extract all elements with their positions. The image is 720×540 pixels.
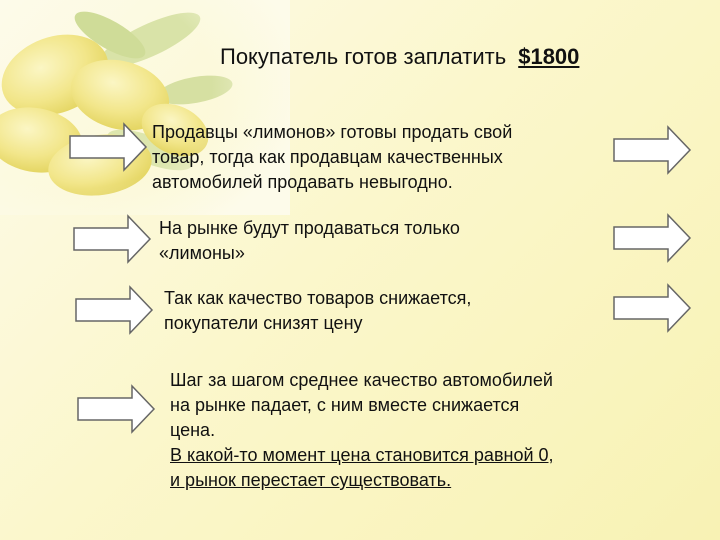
text-line: Шаг за шагом среднее качество автомобиле… bbox=[170, 370, 553, 390]
price-value: $1800 bbox=[518, 44, 580, 69]
right-arrow-icon bbox=[73, 214, 152, 264]
right-arrow-icon bbox=[69, 122, 148, 172]
text-line: покупатели снизят цену bbox=[164, 313, 363, 333]
right-arrow-icon bbox=[75, 285, 154, 335]
right-arrow-icon bbox=[77, 384, 156, 434]
text-line: автомобилей продавать невыгодно. bbox=[152, 172, 453, 192]
right-arrow-icon bbox=[613, 283, 692, 333]
text-block-sellers: Продавцы «лимонов» готовы продать свой т… bbox=[152, 120, 512, 195]
right-arrow-icon bbox=[613, 125, 692, 175]
text-block-quality: Шаг за шагом среднее качество автомобиле… bbox=[170, 368, 554, 493]
text-line: «лимоны» bbox=[159, 243, 245, 263]
underlined-line: В какой-то момент цена становится равной… bbox=[170, 445, 554, 465]
text-line: Так как качество товаров снижается, bbox=[164, 288, 472, 308]
text-line: На рынке будут продаваться только bbox=[159, 218, 460, 238]
text-line: на рынке падает, с ним вместе снижается bbox=[170, 395, 520, 415]
text-line: товар, тогда как продавцам качественных bbox=[152, 147, 503, 167]
slide-title: Покупатель готов заплатить $1800 bbox=[220, 44, 579, 70]
underlined-line: и рынок перестает существовать. bbox=[170, 470, 452, 490]
right-arrow-icon bbox=[613, 213, 692, 263]
text-line: цена. bbox=[170, 420, 216, 440]
text-line: Продавцы «лимонов» готовы продать свой bbox=[152, 122, 513, 142]
text-block-market: На рынке будут продаваться только «лимон… bbox=[159, 216, 460, 266]
title-text: Покупатель готов заплатить bbox=[220, 44, 507, 69]
text-block-buyers: Так как качество товаров снижается, поку… bbox=[164, 286, 471, 336]
